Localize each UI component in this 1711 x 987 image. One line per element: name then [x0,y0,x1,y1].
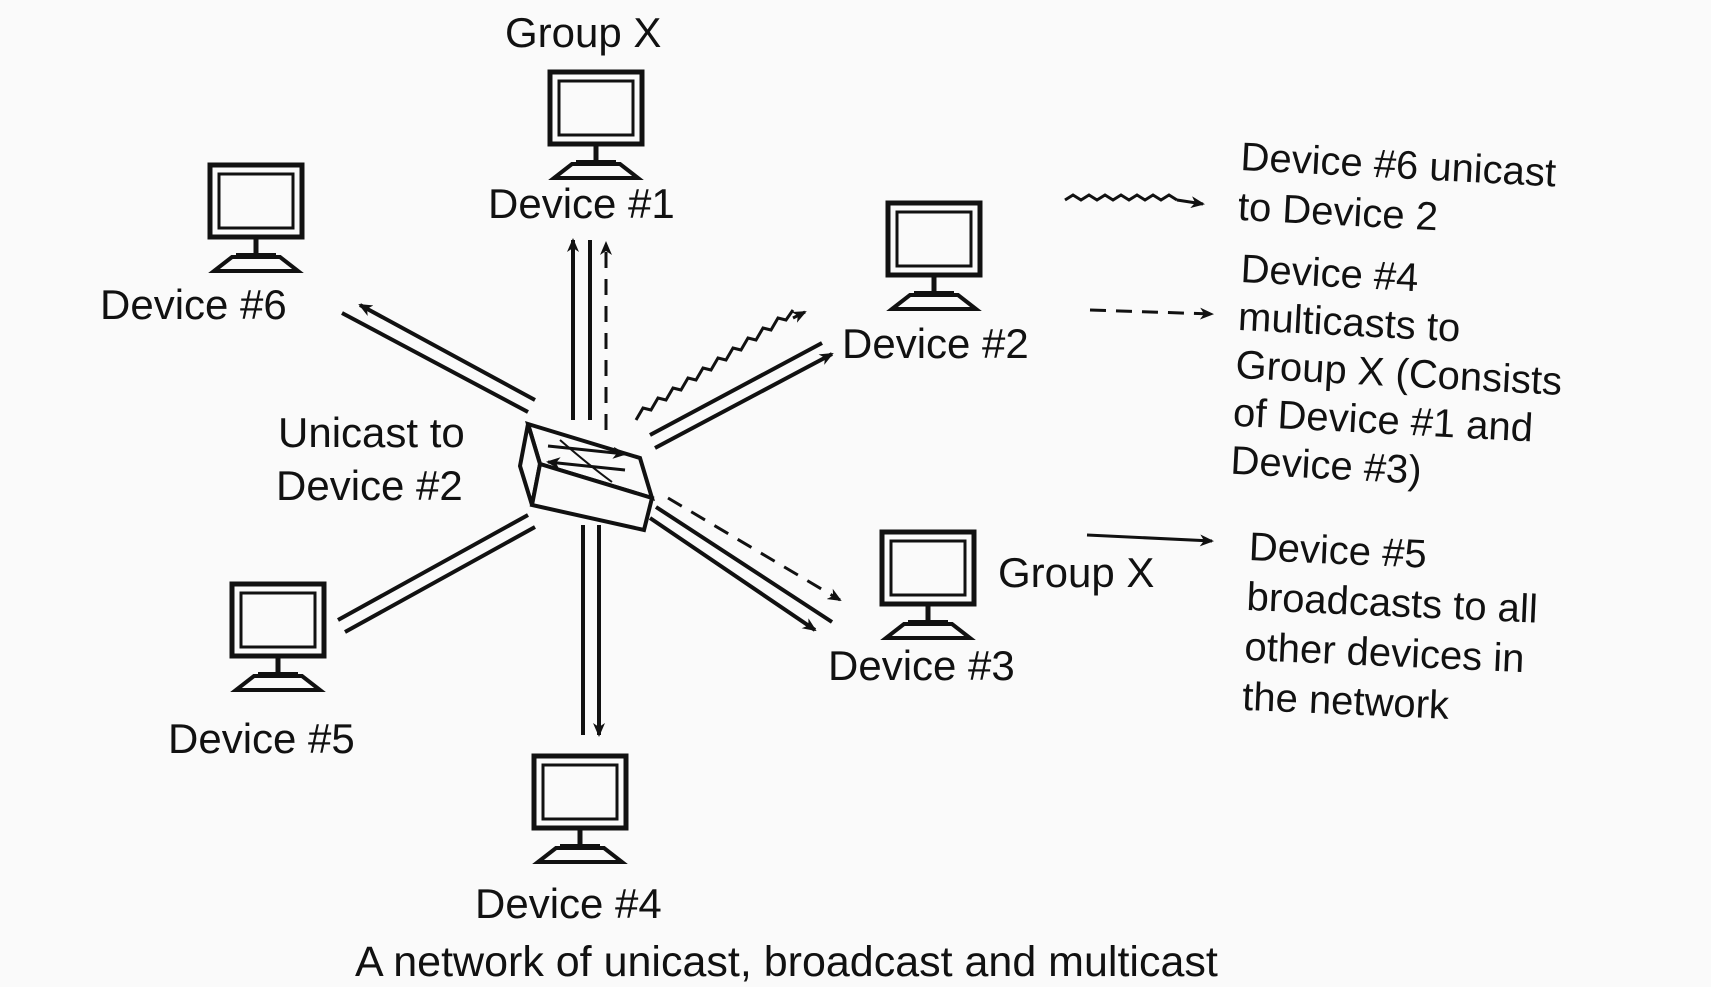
legend-multicast: Device #4 multicasts to Group X (Consist… [1229,245,1568,502]
legend-wavy-arrow [1064,193,1178,202]
group-x-top-label: Group X [505,9,662,56]
device-5-icon [232,584,324,690]
device-4-icon [534,756,626,862]
figure-caption: A network of unicast, broadcast and mult… [355,938,1218,986]
legend-unicast: Device #6 unicast to Device 2 [1237,132,1558,248]
device-1-icon [550,72,642,178]
group-x-right-label: Group X [998,549,1155,596]
legend-solid-arrow [1086,533,1214,547]
device-1-label: Device #1 [488,180,675,227]
device-5-label: Device #5 [168,715,355,762]
switch-note-line1: Unicast to [278,409,465,456]
device-2-label: Device #2 [842,320,1029,367]
device-6-icon [210,165,302,271]
network-switch-icon [517,421,655,533]
device-3-label: Device #3 [828,642,1015,689]
device-3-icon [882,532,974,638]
device-4-label: Device #4 [475,880,662,927]
device-6-label: Device #6 [100,281,287,328]
device-2-icon [888,203,980,309]
legend-dashed-arrow [1089,307,1214,320]
legend-broadcast: Device #5 broadcasts to all other device… [1241,522,1541,735]
switch-note-line2: Device #2 [276,462,463,509]
